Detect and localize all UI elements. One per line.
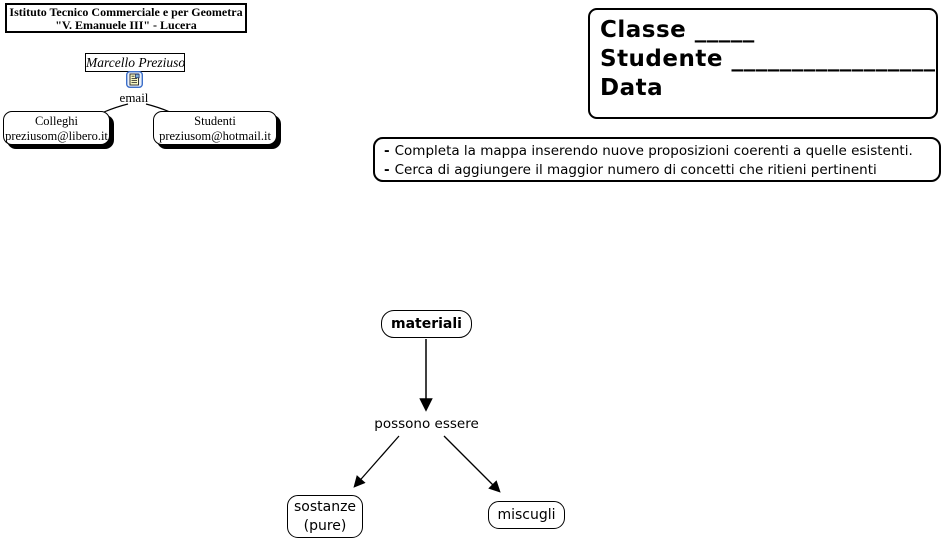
linking-phrase-possono-essere[interactable]: possono essere <box>374 416 479 432</box>
instructions-box: -Completa la mappa inserendo nuove propo… <box>373 137 941 182</box>
form-line-studente: Studente _________________ <box>600 46 936 72</box>
arrow-linking-to-sostanze <box>353 435 400 488</box>
contact-email-address: preziusom@hotmail.it <box>159 129 271 143</box>
concept-label-line1: sostanze <box>293 499 357 515</box>
contact-node-colleghi[interactable]: Colleghi preziusom@libero.it <box>3 111 110 145</box>
instruction-bullet: - <box>384 162 390 178</box>
form-line-data: Data <box>600 75 664 101</box>
concept-node-materiali[interactable]: materiali <box>381 310 472 338</box>
email-resource-icon[interactable] <box>125 70 144 89</box>
concept-label-line2: (pure) <box>303 518 347 534</box>
institute-name-line1: Istituto Tecnico Commerciale e per Geome… <box>9 5 243 19</box>
instruction-line: -Cerca di aggiungere il maggior numero d… <box>384 161 939 180</box>
institute-title-box: Istituto Tecnico Commerciale e per Geome… <box>5 3 247 33</box>
concept-node-sostanze[interactable]: sostanze (pure) <box>287 495 363 538</box>
contact-group-label: Colleghi <box>34 114 79 128</box>
arrow-linking-to-miscugli <box>443 435 501 493</box>
student-form-box: Classe _____ Studente _________________ … <box>588 8 938 119</box>
institute-name-line2: "V. Emanuele III" - Lucera <box>55 18 197 32</box>
email-linking-phrase[interactable]: email <box>119 90 149 105</box>
instruction-text: Completa la mappa inserendo nuove propos… <box>394 143 913 159</box>
contact-group-label: Studenti <box>194 114 236 128</box>
instruction-line: -Completa la mappa inserendo nuove propo… <box>384 142 939 161</box>
instruction-text: Cerca di aggiungere il maggior numero di… <box>394 162 877 178</box>
author-node[interactable]: Marcello Preziuso <box>85 53 185 72</box>
author-name: Marcello Preziuso <box>86 55 186 70</box>
instruction-bullet: - <box>384 143 390 159</box>
contact-email-address: preziusom@libero.it <box>5 129 108 143</box>
form-line-classe: Classe _____ <box>600 17 755 43</box>
contact-node-studenti[interactable]: Studenti preziusom@hotmail.it <box>153 111 277 145</box>
concept-node-miscugli[interactable]: miscugli <box>488 501 565 529</box>
